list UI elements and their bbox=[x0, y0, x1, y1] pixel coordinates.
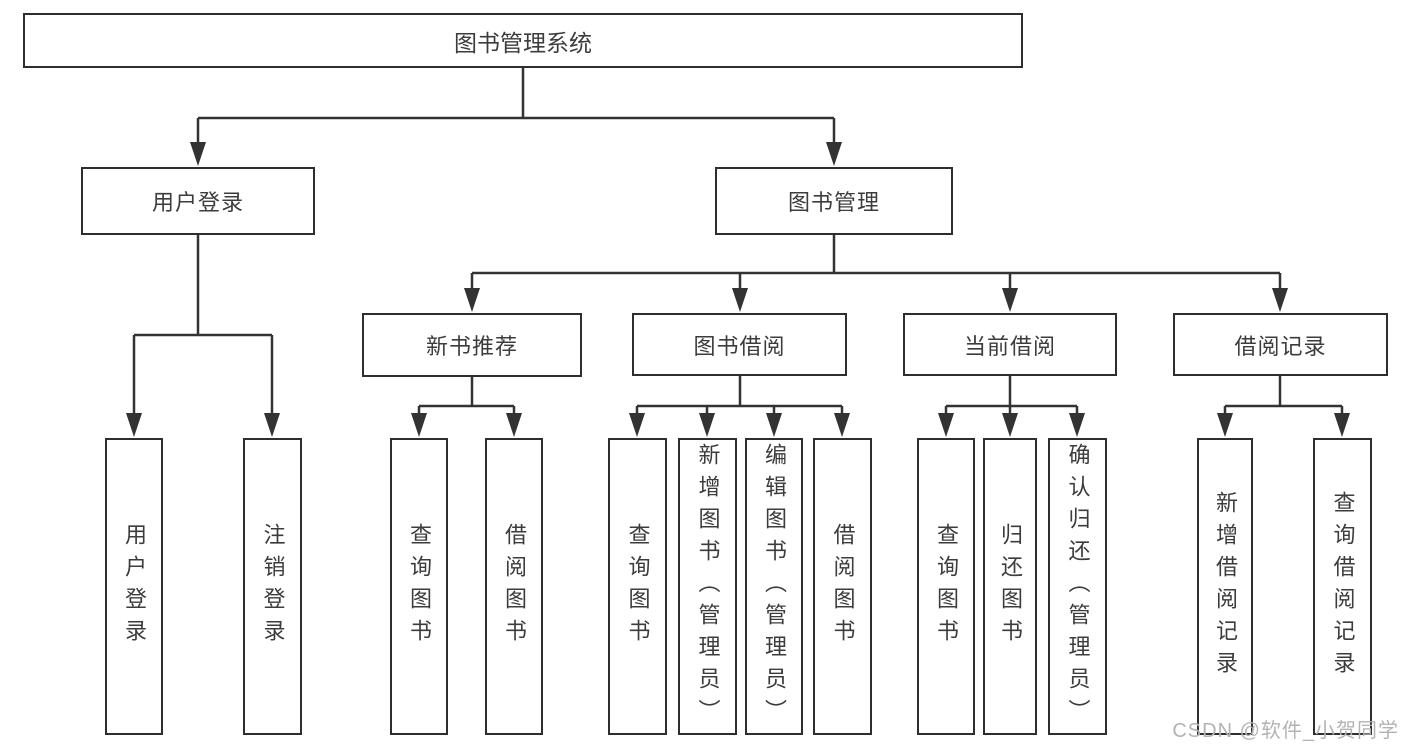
node-current-borrow: 当前借阅 bbox=[903, 313, 1117, 376]
leaf-label: 用户登录 bbox=[122, 522, 147, 651]
leaf-query-borrow-record: 查询借阅记录 bbox=[1313, 438, 1372, 735]
leaf-add-borrow-record: 新增借阅记录 bbox=[1197, 438, 1253, 735]
node-borrow-records: 借阅记录 bbox=[1173, 313, 1388, 376]
node-book-management: 图书管理 bbox=[715, 167, 953, 235]
leaf-label: 编辑图书（管理员） bbox=[762, 442, 787, 731]
leaf-borrow-books-recommend: 借阅图书 bbox=[485, 438, 543, 735]
leaf-label: 确认归还（管理员） bbox=[1065, 442, 1091, 731]
leaf-label: 查询图书 bbox=[934, 522, 959, 651]
csdn-watermark: CSDN @软件_小贺同学 bbox=[1172, 720, 1399, 742]
leaf-logout: 注销登录 bbox=[243, 438, 302, 735]
leaf-return-books: 归还图书 bbox=[983, 438, 1037, 735]
node-book-borrow: 图书借阅 bbox=[632, 313, 847, 376]
leaf-query-books-recommend: 查询图书 bbox=[390, 438, 448, 735]
leaf-query-books-borrow: 查询图书 bbox=[608, 438, 667, 735]
leaf-confirm-return-admin: 确认归还（管理员） bbox=[1048, 438, 1107, 735]
node-label: 新书推荐 bbox=[425, 334, 518, 359]
leaf-add-books-admin: 新增图书（管理员） bbox=[678, 438, 737, 735]
leaf-label: 查询图书 bbox=[625, 522, 651, 651]
node-label: 图书管理 bbox=[787, 190, 880, 215]
leaf-label: 新增借阅记录 bbox=[1213, 490, 1238, 683]
node-new-book-recommend: 新书推荐 bbox=[362, 313, 582, 377]
leaf-label: 查询借阅记录 bbox=[1330, 490, 1356, 683]
leaf-label: 借阅图书 bbox=[830, 522, 856, 651]
leaf-label: 新增图书（管理员） bbox=[695, 442, 721, 731]
node-library-management-system: 图书管理系统 bbox=[23, 13, 1023, 68]
node-label: 图书管理系统 bbox=[454, 29, 592, 56]
node-label: 借阅记录 bbox=[1234, 333, 1327, 359]
leaf-query-books-current: 查询图书 bbox=[917, 438, 975, 735]
leaf-user-login: 用户登录 bbox=[105, 438, 163, 735]
leaf-label: 注销登录 bbox=[260, 522, 286, 651]
leaf-label: 借阅图书 bbox=[502, 522, 527, 651]
node-user-login: 用户登录 bbox=[81, 167, 315, 235]
node-label: 当前借阅 bbox=[963, 333, 1056, 359]
leaf-label: 查询图书 bbox=[407, 522, 432, 651]
leaf-borrow-books: 借阅图书 bbox=[813, 438, 872, 735]
leaf-edit-books-admin: 编辑图书（管理员） bbox=[745, 438, 803, 735]
node-label: 用户登录 bbox=[151, 190, 244, 215]
node-label: 图书借阅 bbox=[693, 333, 786, 359]
leaf-label: 归还图书 bbox=[998, 522, 1023, 651]
